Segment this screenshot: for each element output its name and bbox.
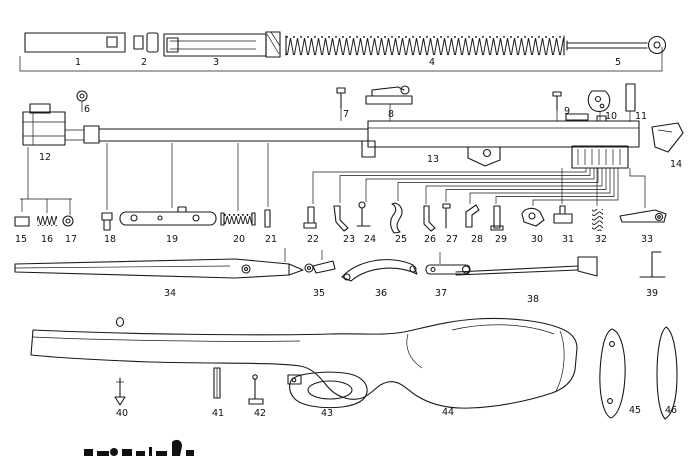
part-labels: 1 2 3 4 5 6 7 8 9 10 11 12 13 14 15 16 1… xyxy=(15,57,682,419)
part-label-20: 20 xyxy=(233,234,245,245)
part-37-link xyxy=(425,264,471,275)
part-9-screw xyxy=(552,91,562,121)
part-43-trigger-guard xyxy=(287,371,368,409)
part-4-mainspring xyxy=(285,35,565,56)
part-12-front-block xyxy=(22,103,84,146)
part-42-bracket xyxy=(248,374,264,405)
part-label-32: 32 xyxy=(595,234,607,245)
part-19-slide-plate xyxy=(119,206,217,226)
part-label-38: 38 xyxy=(527,294,539,305)
part-label-17: 17 xyxy=(65,234,77,245)
part-13-barrel-receiver xyxy=(83,113,640,169)
top-row-bracket xyxy=(19,47,663,72)
leader-lines-row3 xyxy=(284,248,441,264)
part-label-26: 26 xyxy=(424,234,436,245)
part-11-sight-blade xyxy=(625,83,636,122)
part-label-41: 41 xyxy=(212,408,224,419)
part-label-33: 33 xyxy=(641,234,653,245)
part-label-39: 39 xyxy=(646,288,658,299)
part-label-22: 22 xyxy=(307,234,319,245)
part-22-bar xyxy=(303,206,317,229)
part-label-29: 29 xyxy=(495,234,507,245)
part-3-piston xyxy=(163,31,281,58)
part-label-21: 21 xyxy=(265,234,277,245)
part-label-11: 11 xyxy=(635,111,647,122)
part-29-plate xyxy=(490,205,504,231)
part-label-19: 19 xyxy=(166,234,178,245)
part-label-45: 45 xyxy=(629,405,641,416)
part-label-23: 23 xyxy=(343,234,355,245)
part-label-2: 2 xyxy=(141,57,147,68)
part-label-1: 1 xyxy=(75,57,81,68)
part-label-10: 10 xyxy=(605,111,617,122)
part-26-sear xyxy=(423,205,436,232)
part-36-curved-lever xyxy=(341,259,418,282)
part-label-36: 36 xyxy=(375,288,387,299)
part-label-15: 15 xyxy=(15,234,27,245)
part-label-18: 18 xyxy=(104,234,116,245)
part-label-30: 30 xyxy=(531,234,543,245)
part-label-5: 5 xyxy=(615,57,621,68)
cut-off-text-marks xyxy=(84,439,194,456)
part-33-blade xyxy=(619,209,667,223)
part-35-link-small xyxy=(304,260,336,274)
part-label-6: 6 xyxy=(84,104,90,115)
part-39-clip xyxy=(639,251,666,278)
part-45-butt-pad xyxy=(599,328,626,419)
part-label-4: 4 xyxy=(429,57,435,68)
part-label-16: 16 xyxy=(41,234,53,245)
leader-lines-left xyxy=(20,143,269,215)
part-label-9: 9 xyxy=(564,106,570,117)
part-label-37: 37 xyxy=(435,288,447,299)
part-label-27: 27 xyxy=(446,234,458,245)
part-label-3: 3 xyxy=(213,57,219,68)
part-18-bushing xyxy=(101,212,113,231)
part-15-plug xyxy=(14,216,30,227)
part-label-42: 42 xyxy=(254,408,266,419)
part-label-8: 8 xyxy=(388,109,394,120)
part-label-43: 43 xyxy=(321,408,333,419)
part-44-stock xyxy=(30,316,578,409)
part-8-front-sight xyxy=(365,85,413,121)
part-label-14: 14 xyxy=(670,159,682,170)
part-31-block xyxy=(553,205,573,224)
part-21-pin xyxy=(264,209,271,228)
part-41-pin-long xyxy=(213,367,221,399)
part-34-cocking-lever xyxy=(14,258,304,279)
part-17-washer xyxy=(62,215,74,227)
part-label-31: 31 xyxy=(562,234,574,245)
part-30-cam xyxy=(521,207,545,227)
part-10-rear-sight xyxy=(587,90,611,121)
part-2-seal xyxy=(133,32,159,53)
part-label-24: 24 xyxy=(364,234,376,245)
part-7-screw xyxy=(336,87,346,121)
part-27-pin xyxy=(442,203,451,229)
part-38-push-rod xyxy=(455,256,598,277)
part-25-trigger xyxy=(390,202,403,234)
part-14-end-cap xyxy=(651,122,684,153)
part-label-13: 13 xyxy=(427,154,439,165)
part-label-12: 12 xyxy=(39,152,51,163)
part-label-7: 7 xyxy=(343,109,349,120)
part-6-ring xyxy=(76,90,88,112)
part-1-tube xyxy=(24,32,126,53)
part-label-46: 46 xyxy=(665,405,677,416)
part-label-40: 40 xyxy=(116,408,128,419)
leader-lines-fan xyxy=(312,168,646,208)
part-28-catch xyxy=(465,204,480,228)
part-label-25: 25 xyxy=(395,234,407,245)
part-20-spring-medium xyxy=(220,212,256,226)
part-24-rod-hook xyxy=(356,201,371,227)
part-32-spring-vertical xyxy=(592,209,603,231)
part-23-lever xyxy=(333,205,349,232)
part-label-35: 35 xyxy=(313,288,325,299)
part-label-28: 28 xyxy=(471,234,483,245)
part-16-spring-small xyxy=(37,216,57,226)
part-46-butt-plate xyxy=(656,326,678,420)
part-label-44: 44 xyxy=(442,407,454,418)
part-label-34: 34 xyxy=(164,288,176,299)
part-5-spring-guide xyxy=(566,35,667,55)
part-40-stock-screw xyxy=(114,377,126,406)
